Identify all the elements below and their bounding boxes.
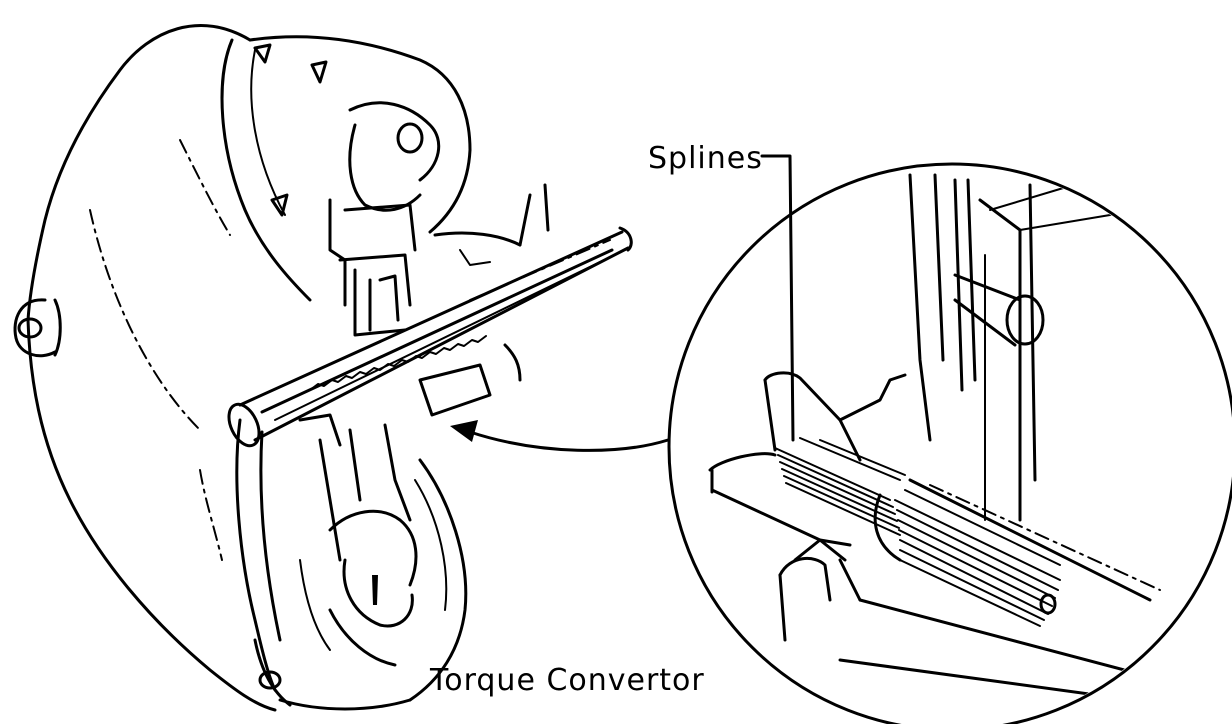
input-shaft — [227, 226, 633, 448]
spline-detail — [708, 173, 1202, 707]
pointer-arrow — [450, 420, 670, 452]
torque-convertor-label: Torque Convertor — [429, 663, 705, 698]
spline-grooves — [774, 437, 1061, 627]
turbine-assembly — [299, 101, 550, 667]
torque-convertor-housing — [13, 24, 472, 712]
splines-label: Splines — [648, 141, 763, 176]
splines-leader-line — [760, 154, 795, 442]
detail-magnifier — [667, 162, 1232, 724]
